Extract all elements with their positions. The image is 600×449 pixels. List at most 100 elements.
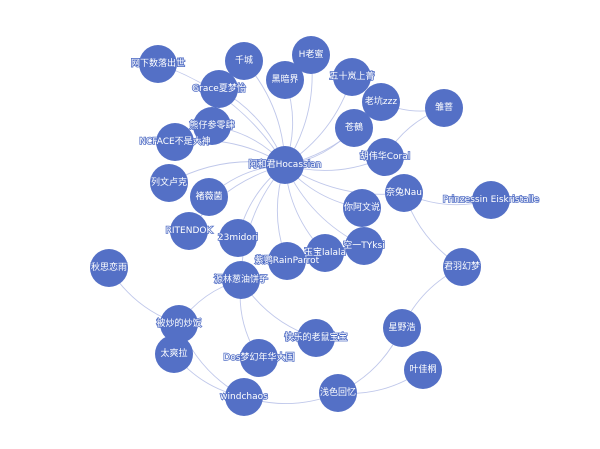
node-label: 雏菩 [435, 101, 453, 113]
graph-node[interactable]: Grace夏梦怡 [191, 70, 247, 108]
node-label: 阿和君Hocassian [249, 159, 322, 170]
graph-node[interactable]: 玉宝lalala [303, 234, 347, 272]
graph-node[interactable]: 五十岚上菁 [329, 58, 375, 96]
graph-node[interactable]: 23midori [217, 219, 259, 257]
node-label: 褚薇菌 [195, 190, 222, 202]
graph-node[interactable]: Prinzessin Eiskristalle [442, 181, 540, 219]
graph-node[interactable]: 你阿文说 [343, 189, 381, 227]
graph-nodes: 阿和君Hocassian 网下数落出世 千城 H老蜜 Grace夏梦怡 黑暗界 五十岚上菁老… [90, 36, 540, 416]
node-label: 熊仔参零肆 [189, 119, 234, 131]
graph-node[interactable]: 黑暗界 [266, 61, 304, 99]
node-circle[interactable] [139, 45, 177, 83]
graph-node[interactable]: 阿和君Hocassian [248, 146, 322, 184]
node-circle[interactable] [155, 335, 193, 373]
node-label: H老蜜 [299, 48, 324, 60]
node-label: 网下数落出世 [131, 57, 185, 69]
graph-node[interactable]: windchaos [219, 378, 269, 416]
graph-node[interactable]: NCFACE不是大神 [139, 123, 211, 161]
node-label: RITENDOK [166, 226, 214, 236]
node-circle[interactable] [225, 378, 263, 416]
node-label: 老坑zzz [365, 95, 397, 107]
node-label: 紫鹦RainParrot [255, 254, 320, 266]
graph-node[interactable]: 苍鵺 [335, 109, 373, 147]
node-circle[interactable] [266, 61, 304, 99]
node-circle[interactable] [345, 227, 383, 265]
node-circle[interactable] [193, 107, 231, 145]
node-circle[interactable] [160, 305, 198, 343]
graph-node[interactable]: 紫鹦RainParrot [254, 242, 320, 280]
graph-node[interactable]: 浅色回忆 [319, 374, 357, 412]
graph-node[interactable]: 列文卢克 [150, 164, 188, 202]
graph-node[interactable]: 熊仔参零肆 [189, 107, 235, 145]
node-label: 玉宝lalala [304, 246, 346, 258]
node-label: 苍鵺 [345, 121, 363, 133]
node-circle[interactable] [90, 249, 128, 287]
node-label: 列文卢克 [151, 176, 187, 188]
node-circle[interactable] [425, 89, 463, 127]
node-circle[interactable] [366, 138, 404, 176]
node-circle[interactable] [385, 174, 423, 212]
node-circle[interactable] [222, 261, 260, 299]
node-circle[interactable] [292, 36, 330, 74]
node-circle[interactable] [150, 164, 188, 202]
node-label: 君羽幻梦 [444, 260, 480, 272]
node-label: 快乐的老鼠宝宝 [284, 331, 347, 343]
node-circle[interactable] [333, 58, 371, 96]
node-label: 叶佳桐 [409, 363, 436, 375]
node-label: Grace夏梦怡 [192, 82, 246, 94]
node-circle[interactable] [383, 309, 421, 347]
node-label: 空一TYksi [343, 239, 384, 251]
graph-node[interactable]: 网下数落出世 [130, 45, 186, 83]
graph-node[interactable]: 千城 [225, 42, 263, 80]
graph-node[interactable]: 胡伟华Coral [359, 138, 411, 176]
node-label: Prinzessin Eiskristalle [443, 195, 540, 205]
node-circle[interactable] [297, 319, 335, 357]
node-label: Dos梦幻年华大国 [223, 351, 294, 363]
node-label: 你阿文说 [344, 201, 380, 213]
node-circle[interactable] [240, 339, 278, 377]
graph-node[interactable]: 源林葱油饼子 [213, 261, 269, 299]
node-label: 奈兔Nau [386, 186, 422, 198]
graph-node[interactable]: H老蜜 [292, 36, 330, 74]
node-circle[interactable] [335, 109, 373, 147]
graph-node[interactable]: 君羽幻梦 [443, 248, 481, 286]
graph-node[interactable]: 奈兔Nau [385, 174, 423, 212]
node-circle[interactable] [472, 181, 510, 219]
graph-node[interactable]: 老坑zzz [362, 83, 400, 121]
graph-node[interactable]: 空一TYksi [342, 227, 386, 265]
node-circle[interactable] [156, 123, 194, 161]
node-circle[interactable] [319, 374, 357, 412]
node-label: 23midori [218, 233, 258, 243]
graph-node[interactable]: Dos梦幻年华大国 [223, 339, 295, 377]
node-circle[interactable] [343, 189, 381, 227]
graph-node[interactable]: 雏菩 [425, 89, 463, 127]
graph-node[interactable]: 星野浩 [383, 309, 421, 347]
graph-node[interactable]: 褚薇菌 [190, 178, 228, 216]
node-circle[interactable] [362, 83, 400, 121]
node-label: windchaos [220, 392, 268, 402]
node-label: 五十岚上菁 [329, 70, 374, 82]
node-circle[interactable] [306, 234, 344, 272]
node-circle[interactable] [190, 178, 228, 216]
node-circle[interactable] [404, 351, 442, 389]
node-label: NCFACE不是大神 [139, 135, 210, 147]
graph-node[interactable]: 快乐的老鼠宝宝 [284, 319, 348, 357]
node-label: 胡伟华Coral [360, 150, 411, 162]
graph-node[interactable]: RITENDOK [165, 212, 214, 250]
node-circle[interactable] [200, 70, 238, 108]
node-label: 黑暗界 [271, 73, 298, 85]
node-label: 浅色回忆 [320, 386, 356, 398]
node-label: 源林葱油饼子 [214, 273, 268, 285]
node-circle[interactable] [219, 219, 257, 257]
node-label: 被炒的炒饭 [156, 317, 201, 329]
node-circle[interactable] [268, 242, 306, 280]
node-circle[interactable] [225, 42, 263, 80]
node-circle[interactable] [443, 248, 481, 286]
graph-node[interactable]: 被炒的炒饭 [156, 305, 202, 343]
node-circle[interactable] [266, 146, 304, 184]
graph-node[interactable]: 太爽拉 [155, 335, 193, 373]
graph-node[interactable]: 叶佳桐 [404, 351, 442, 389]
graph-node[interactable]: 秋思恋雨 [90, 249, 128, 287]
node-circle[interactable] [170, 212, 208, 250]
